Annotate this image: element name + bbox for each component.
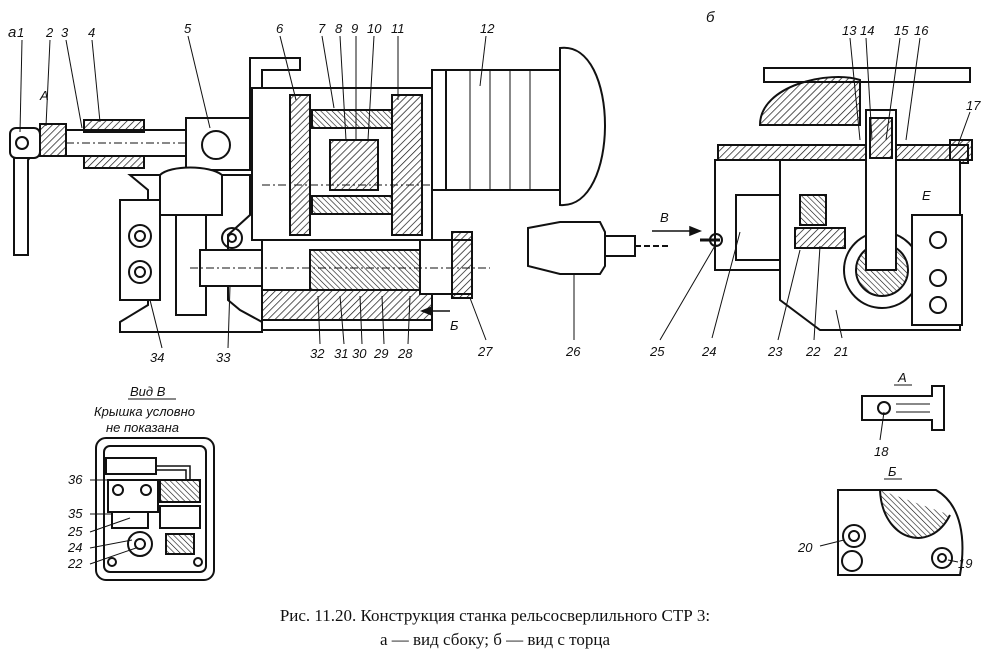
part-label-22: 22 [805, 344, 821, 359]
inset-label-22: 22 [67, 556, 83, 571]
part-label-4: 4 [88, 25, 95, 40]
part-label-25: 25 [649, 344, 665, 359]
drill-bit [527, 221, 670, 275]
figure-caption-line1: Рис. 11.20. Конструкция станка рельсосве… [279, 606, 711, 625]
detail-b-title: Б [888, 464, 897, 479]
arrow-icon [419, 225, 703, 317]
inset-note-line1: Крышка условно [94, 404, 195, 419]
detail-b [837, 489, 964, 576]
part-label-33: 33 [216, 350, 231, 365]
part-label-12: 12 [480, 21, 495, 36]
view-b-inset [95, 437, 215, 581]
view-b-label: б [706, 9, 715, 26]
part-label-6: 6 [276, 21, 284, 36]
leader-lines [19, 35, 971, 565]
side-view [9, 46, 606, 333]
inset-note-line2: не показана [106, 420, 179, 435]
part-label-26: 26 [565, 344, 581, 359]
part-label-34: 34 [150, 350, 164, 365]
part-label-32: 32 [310, 346, 325, 361]
part-label-11: 11 [391, 21, 405, 36]
detail-a-title: А [897, 370, 907, 385]
part-label-3: 3 [61, 25, 69, 40]
part-label-5: 5 [184, 21, 192, 36]
part-label-2: 2 [45, 25, 54, 40]
part-label-17: 17 [966, 98, 981, 113]
view-a-label: а [8, 24, 16, 41]
part-label-29: 29 [373, 346, 388, 361]
part-label-9: 9 [351, 21, 358, 36]
section-mark-a: А [39, 88, 49, 103]
inset-label-25: 25 [67, 524, 83, 539]
part-label-23: 23 [767, 344, 783, 359]
figure-caption-line2: а — вид сбоку; б — вид с торца [379, 630, 611, 649]
part-label-24: 24 [701, 344, 716, 359]
section-mark-e: Е [922, 188, 931, 203]
inset-label-35: 35 [68, 506, 83, 521]
inset-label-24: 24 [67, 540, 82, 555]
part-label-13: 13 [842, 23, 857, 38]
view-arrow-b-label: В [660, 210, 669, 225]
section-mark-b: Б [450, 318, 459, 333]
part-label-14: 14 [860, 23, 874, 38]
part-label-30: 30 [352, 346, 367, 361]
inset-label-36: 36 [68, 472, 83, 487]
end-view [700, 67, 973, 331]
part-label-21: 21 [833, 344, 848, 359]
part-label-18: 18 [874, 444, 889, 459]
part-label-27: 27 [477, 344, 493, 359]
part-label-1: 1 [17, 25, 24, 40]
detail-a [861, 385, 945, 431]
part-label-7: 7 [318, 21, 326, 36]
part-label-28: 28 [397, 346, 413, 361]
inset-title: Вид В [130, 384, 166, 399]
part-label-15: 15 [894, 23, 909, 38]
part-label-8: 8 [335, 21, 343, 36]
part-label-19: 19 [958, 556, 972, 571]
part-label-10: 10 [367, 21, 382, 36]
part-label-31: 31 [334, 346, 348, 361]
part-label-20: 20 [797, 540, 813, 555]
part-label-16: 16 [914, 23, 929, 38]
